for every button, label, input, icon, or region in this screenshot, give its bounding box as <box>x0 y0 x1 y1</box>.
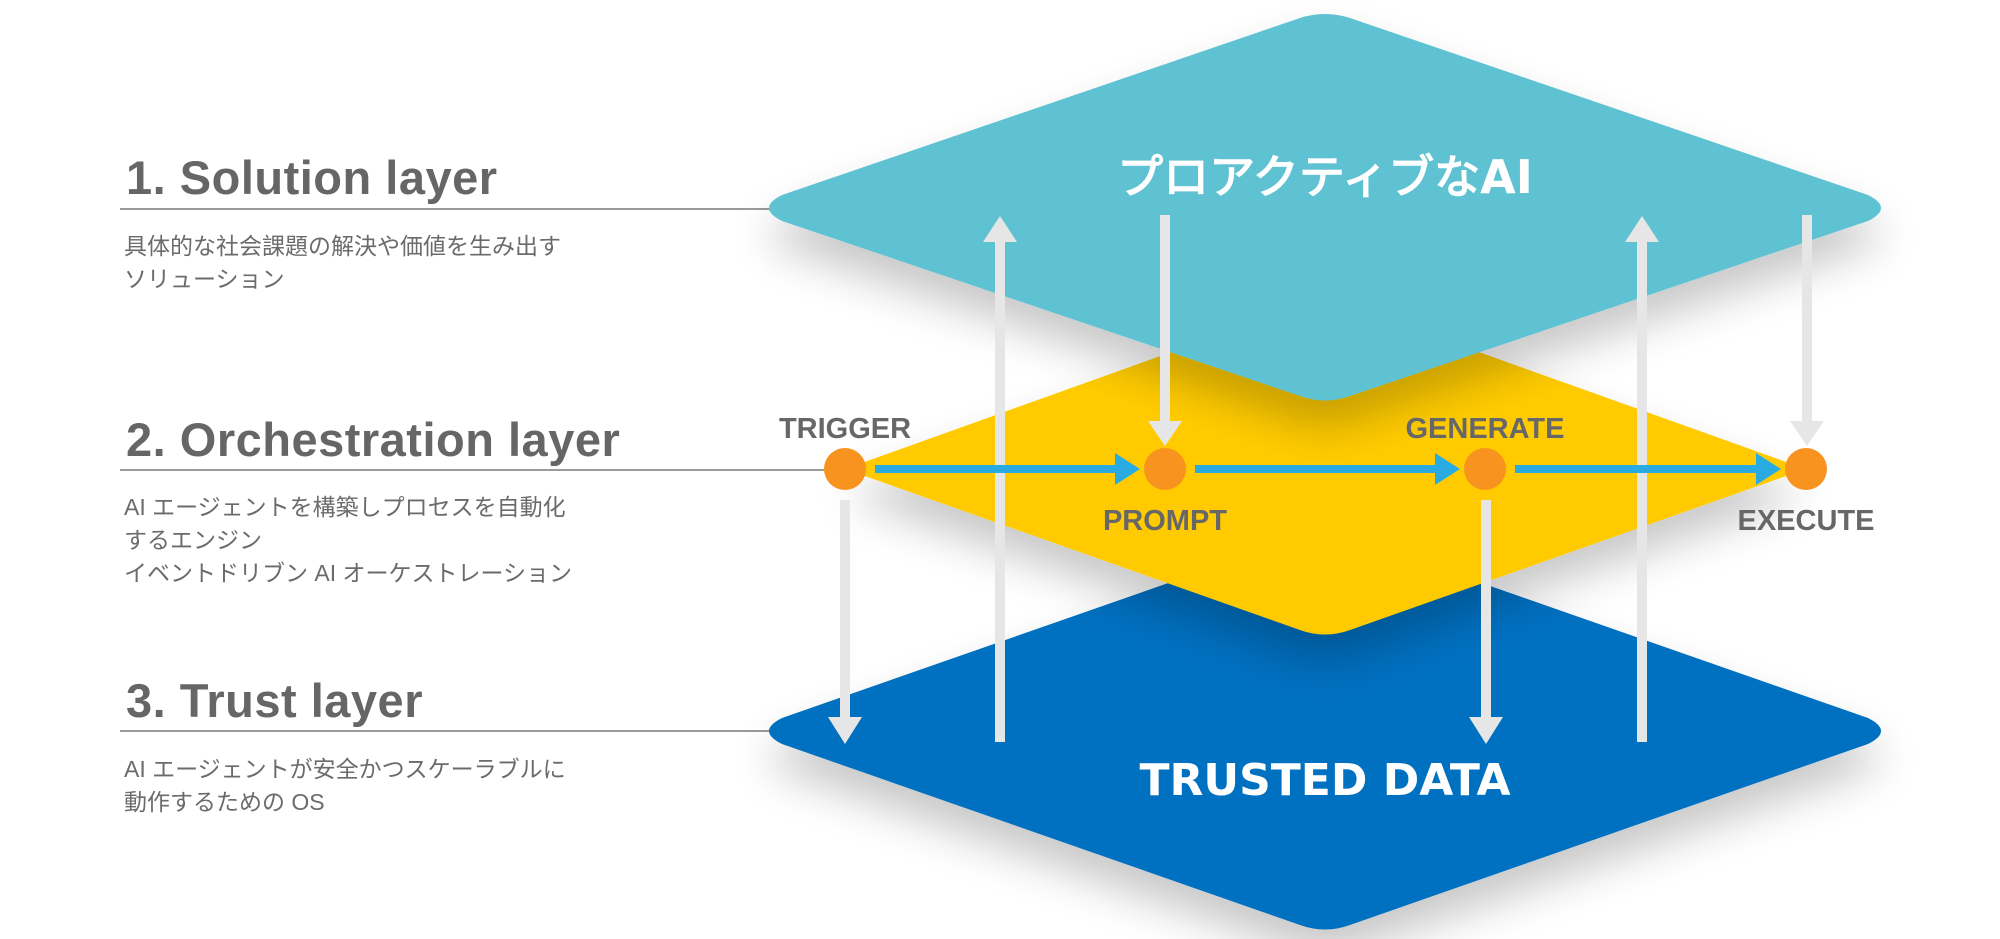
node-label: EXECUTE <box>1738 505 1875 537</box>
flow-arrow-trigger-to-prompt <box>875 453 1140 485</box>
arrow-head-icon <box>1756 453 1781 485</box>
flow-edges <box>875 453 1781 485</box>
solution-layer-heading: 1. Solution layer <box>126 151 498 204</box>
orchestration-layer-description: AI エージェントを構築しプロセスを自動化 するエンジン イベントドリブン AI… <box>124 494 573 586</box>
node-dot <box>1464 448 1506 490</box>
orchestration-layer-heading: 2. Orchestration layer <box>126 413 621 466</box>
down-arrow-icon <box>1148 215 1182 446</box>
trust-layer-diamond <box>769 532 1881 930</box>
up-arrow-icon <box>1625 216 1659 742</box>
solution-layer-description: 具体的な社会課題の解決や価値を生み出す ソリューション <box>124 233 561 292</box>
flow-node-generate: GENERATE <box>1406 413 1565 490</box>
flow-node-prompt: PROMPT <box>1103 448 1227 537</box>
flow-arrow-prompt-to-generate <box>1195 453 1460 485</box>
arrow-head-icon <box>1435 453 1460 485</box>
trust-layer-heading: 3. Trust layer <box>126 674 423 727</box>
flow-arrow-generate-to-execute <box>1515 453 1781 485</box>
down-arrow-icon <box>1790 215 1824 446</box>
node-label: PROMPT <box>1103 505 1227 537</box>
down-arrow-icon <box>1469 500 1503 744</box>
flow-node-trigger: TRIGGER <box>779 413 911 490</box>
node-label: TRIGGER <box>779 413 911 445</box>
node-label: GENERATE <box>1406 413 1565 445</box>
trust-layer-title: TRUSTED DATA <box>1139 755 1510 806</box>
solution-layer-diamond <box>769 14 1881 401</box>
node-dot <box>824 448 866 490</box>
down-arrow-icon <box>828 500 862 744</box>
flow-node-execute: EXECUTE <box>1738 448 1875 537</box>
node-dot <box>1144 448 1186 490</box>
up-arrow-icon <box>983 216 1017 742</box>
node-dot <box>1785 448 1827 490</box>
flow-nodes: TRIGGER PROMPT GENERATE EXECUTE <box>779 413 1875 537</box>
arrow-head-icon <box>1115 453 1140 485</box>
vertical-arrows <box>828 215 1824 744</box>
solution-layer-title: プロアクティブなAI <box>1117 150 1533 204</box>
trust-layer-description: AI エージェントが安全かつスケーラブルに 動作するための OS <box>124 756 566 815</box>
